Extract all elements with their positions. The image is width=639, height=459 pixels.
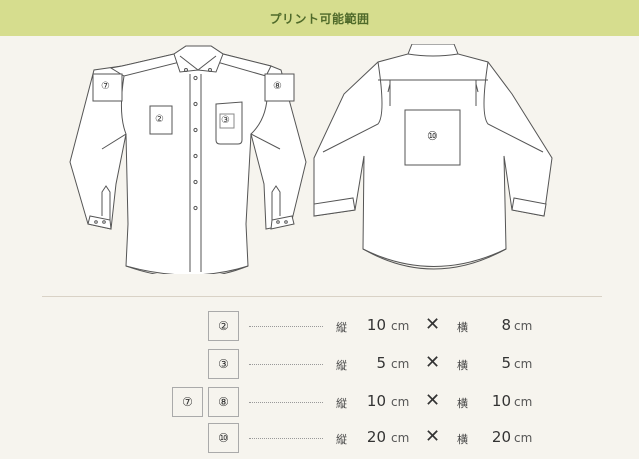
shirt-front-diagram: ⑦ ⑧ ② ③: [66, 44, 316, 278]
horizontal-value: 20: [491, 428, 511, 446]
area-badge-3: ③: [208, 349, 239, 379]
horizontal-label: 横: [457, 321, 468, 334]
header-bar: プリント可能範囲: [0, 0, 639, 36]
shirt-back-diagram: ⑩: [308, 43, 558, 278]
vertical-label: 縦: [336, 433, 347, 446]
unit-label: cm: [514, 395, 533, 409]
vertical-value: 10: [366, 316, 386, 334]
vertical-value: 5: [376, 354, 386, 372]
leader-line: [249, 326, 323, 327]
unit-label: cm: [391, 431, 410, 445]
print-area-label-left-chest: ②: [155, 114, 164, 125]
leader-line: [249, 438, 323, 439]
print-area-label-back: ⑩: [427, 129, 438, 143]
unit-label: cm: [514, 319, 533, 333]
print-area-label-right-sleeve: ⑧: [273, 81, 282, 92]
leader-line: [249, 402, 323, 403]
times-icon: ✕: [425, 426, 441, 447]
area-badge-10: ⑩: [208, 423, 239, 453]
divider: [42, 296, 602, 297]
page-title: プリント可能範囲: [269, 11, 370, 26]
times-icon: ✕: [425, 390, 441, 411]
unit-label: cm: [391, 319, 410, 333]
area-badge-8: ⑧: [208, 387, 239, 417]
vertical-label: 縦: [336, 359, 347, 372]
print-area-label-pocket: ③: [221, 115, 230, 126]
unit-label: cm: [514, 357, 533, 371]
spec-row-10: ⑩ 縦 20 cm ✕ 横 20 cm: [0, 423, 639, 455]
times-icon: ✕: [425, 352, 441, 373]
horizontal-label: 横: [457, 397, 468, 410]
spec-row-3: ③ 縦 5 cm ✕ 横 5 cm: [0, 349, 639, 381]
spec-row-7-8: ⑦ ⑧ 縦 10 cm ✕ 横 10 cm: [0, 387, 639, 419]
horizontal-value: 5: [501, 354, 511, 372]
unit-label: cm: [391, 357, 410, 371]
horizontal-value: 8: [501, 316, 511, 334]
area-badge-2: ②: [208, 311, 239, 341]
leader-line: [249, 364, 323, 365]
unit-label: cm: [514, 431, 533, 445]
area-badge-7: ⑦: [172, 387, 203, 417]
spec-row-2: ② 縦 10 cm ✕ 横 8 cm: [0, 311, 639, 343]
print-area-label-left-sleeve: ⑦: [101, 81, 110, 92]
horizontal-label: 横: [457, 359, 468, 372]
horizontal-label: 横: [457, 433, 468, 446]
horizontal-value: 10: [491, 392, 511, 410]
vertical-label: 縦: [336, 397, 347, 410]
unit-label: cm: [391, 395, 410, 409]
times-icon: ✕: [425, 314, 441, 335]
vertical-value: 20: [366, 428, 386, 446]
vertical-label: 縦: [336, 321, 347, 334]
vertical-value: 10: [366, 392, 386, 410]
print-area-2: [149, 105, 173, 135]
